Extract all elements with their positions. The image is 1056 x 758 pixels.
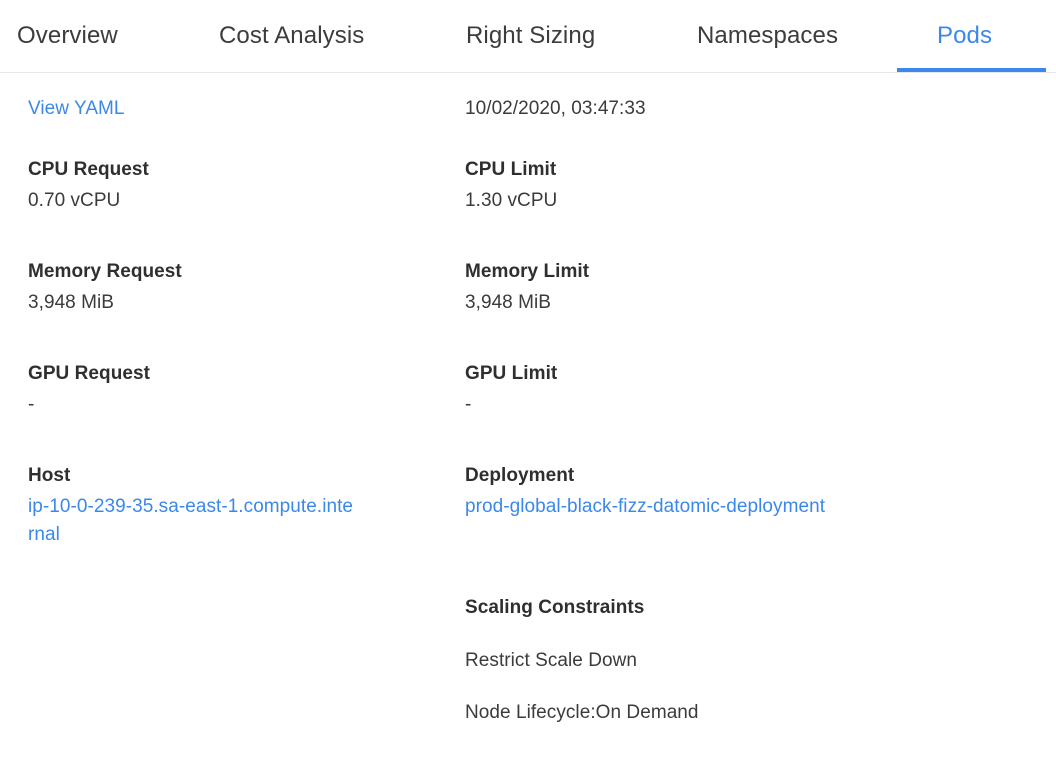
tab-cost-analysis[interactable]: Cost Analysis: [219, 0, 364, 72]
deployment-label: Deployment: [465, 463, 857, 489]
gpu-request-label-text: GPU Request: [28, 363, 150, 384]
memory-request-value: 3,948 MiB: [28, 289, 420, 317]
scaling-constraints-label-text: Scaling Constraints: [465, 597, 645, 618]
tab-bar-inner: Overview Cost Analysis Right Sizing Name…: [0, 0, 1056, 72]
gpu-limit-value: -: [465, 391, 857, 419]
gpu-request-value: -: [28, 391, 420, 419]
host-value: ip-10-0-239-35.sa-east-1.compute.interna…: [28, 493, 358, 549]
tab-right-sizing[interactable]: Right Sizing: [466, 0, 595, 72]
memory-request-label-text: Memory Request: [28, 261, 182, 282]
gpu-request-value-text: -: [28, 394, 35, 415]
tab-bar: Overview Cost Analysis Right Sizing Name…: [0, 0, 1056, 73]
memory-request-label: Memory Request: [28, 259, 420, 285]
memory-limit-label: Memory Limit: [465, 259, 857, 285]
gpu-limit-label-text: GPU Limit: [465, 363, 558, 384]
cpu-request-label: CPU Request: [28, 157, 420, 183]
view-yaml-link[interactable]: View YAML: [28, 98, 125, 119]
gpu-limit-value-text: -: [465, 394, 472, 415]
tab-pods[interactable]: Pods: [937, 0, 992, 72]
cpu-limit-value: 1.30 vCPU: [465, 187, 857, 215]
view-yaml-row: View YAML: [28, 95, 420, 123]
creation-timestamp: 10/02/2020, 03:47:33: [465, 95, 857, 123]
deployment-label-text: Deployment: [465, 465, 575, 486]
gpu-limit-label: GPU Limit: [465, 361, 857, 387]
memory-limit-label-text: Memory Limit: [465, 261, 590, 282]
cpu-request-label-text: CPU Request: [28, 159, 149, 180]
memory-limit-value-text: 3,948 MiB: [465, 292, 551, 313]
tab-overview[interactable]: Overview: [17, 0, 118, 72]
gpu-request-label: GPU Request: [28, 361, 420, 387]
tab-namespaces[interactable]: Namespaces: [697, 0, 838, 72]
node-lifecycle-text: Node Lifecycle:On Demand: [465, 702, 699, 723]
scaling-constraint-item: Node Lifecycle:On Demand: [465, 699, 857, 727]
cpu-request-value-text: 0.70 vCPU: [28, 190, 121, 211]
host-label: Host: [28, 463, 420, 489]
deployment-value: prod-global-black-fizz-datomic-deploymen…: [465, 493, 845, 521]
active-tab-indicator: [897, 68, 1046, 72]
host-label-text: Host: [28, 465, 71, 486]
cpu-limit-label-text: CPU Limit: [465, 159, 557, 180]
scaling-constraint-item: Restrict Scale Down: [465, 647, 857, 675]
creation-timestamp-text: 10/02/2020, 03:47:33: [465, 98, 646, 119]
host-link[interactable]: ip-10-0-239-35.sa-east-1.compute.interna…: [28, 496, 354, 545]
cpu-limit-value-text: 1.30 vCPU: [465, 190, 558, 211]
scaling-constraints-label: Scaling Constraints: [465, 595, 857, 621]
cpu-limit-label: CPU Limit: [465, 157, 857, 183]
cpu-request-value: 0.70 vCPU: [28, 187, 420, 215]
memory-request-value-text: 3,948 MiB: [28, 292, 114, 313]
deployment-link[interactable]: prod-global-black-fizz-datomic-deploymen…: [465, 496, 826, 517]
memory-limit-value: 3,948 MiB: [465, 289, 857, 317]
restrict-scale-down-text: Restrict Scale Down: [465, 650, 638, 671]
